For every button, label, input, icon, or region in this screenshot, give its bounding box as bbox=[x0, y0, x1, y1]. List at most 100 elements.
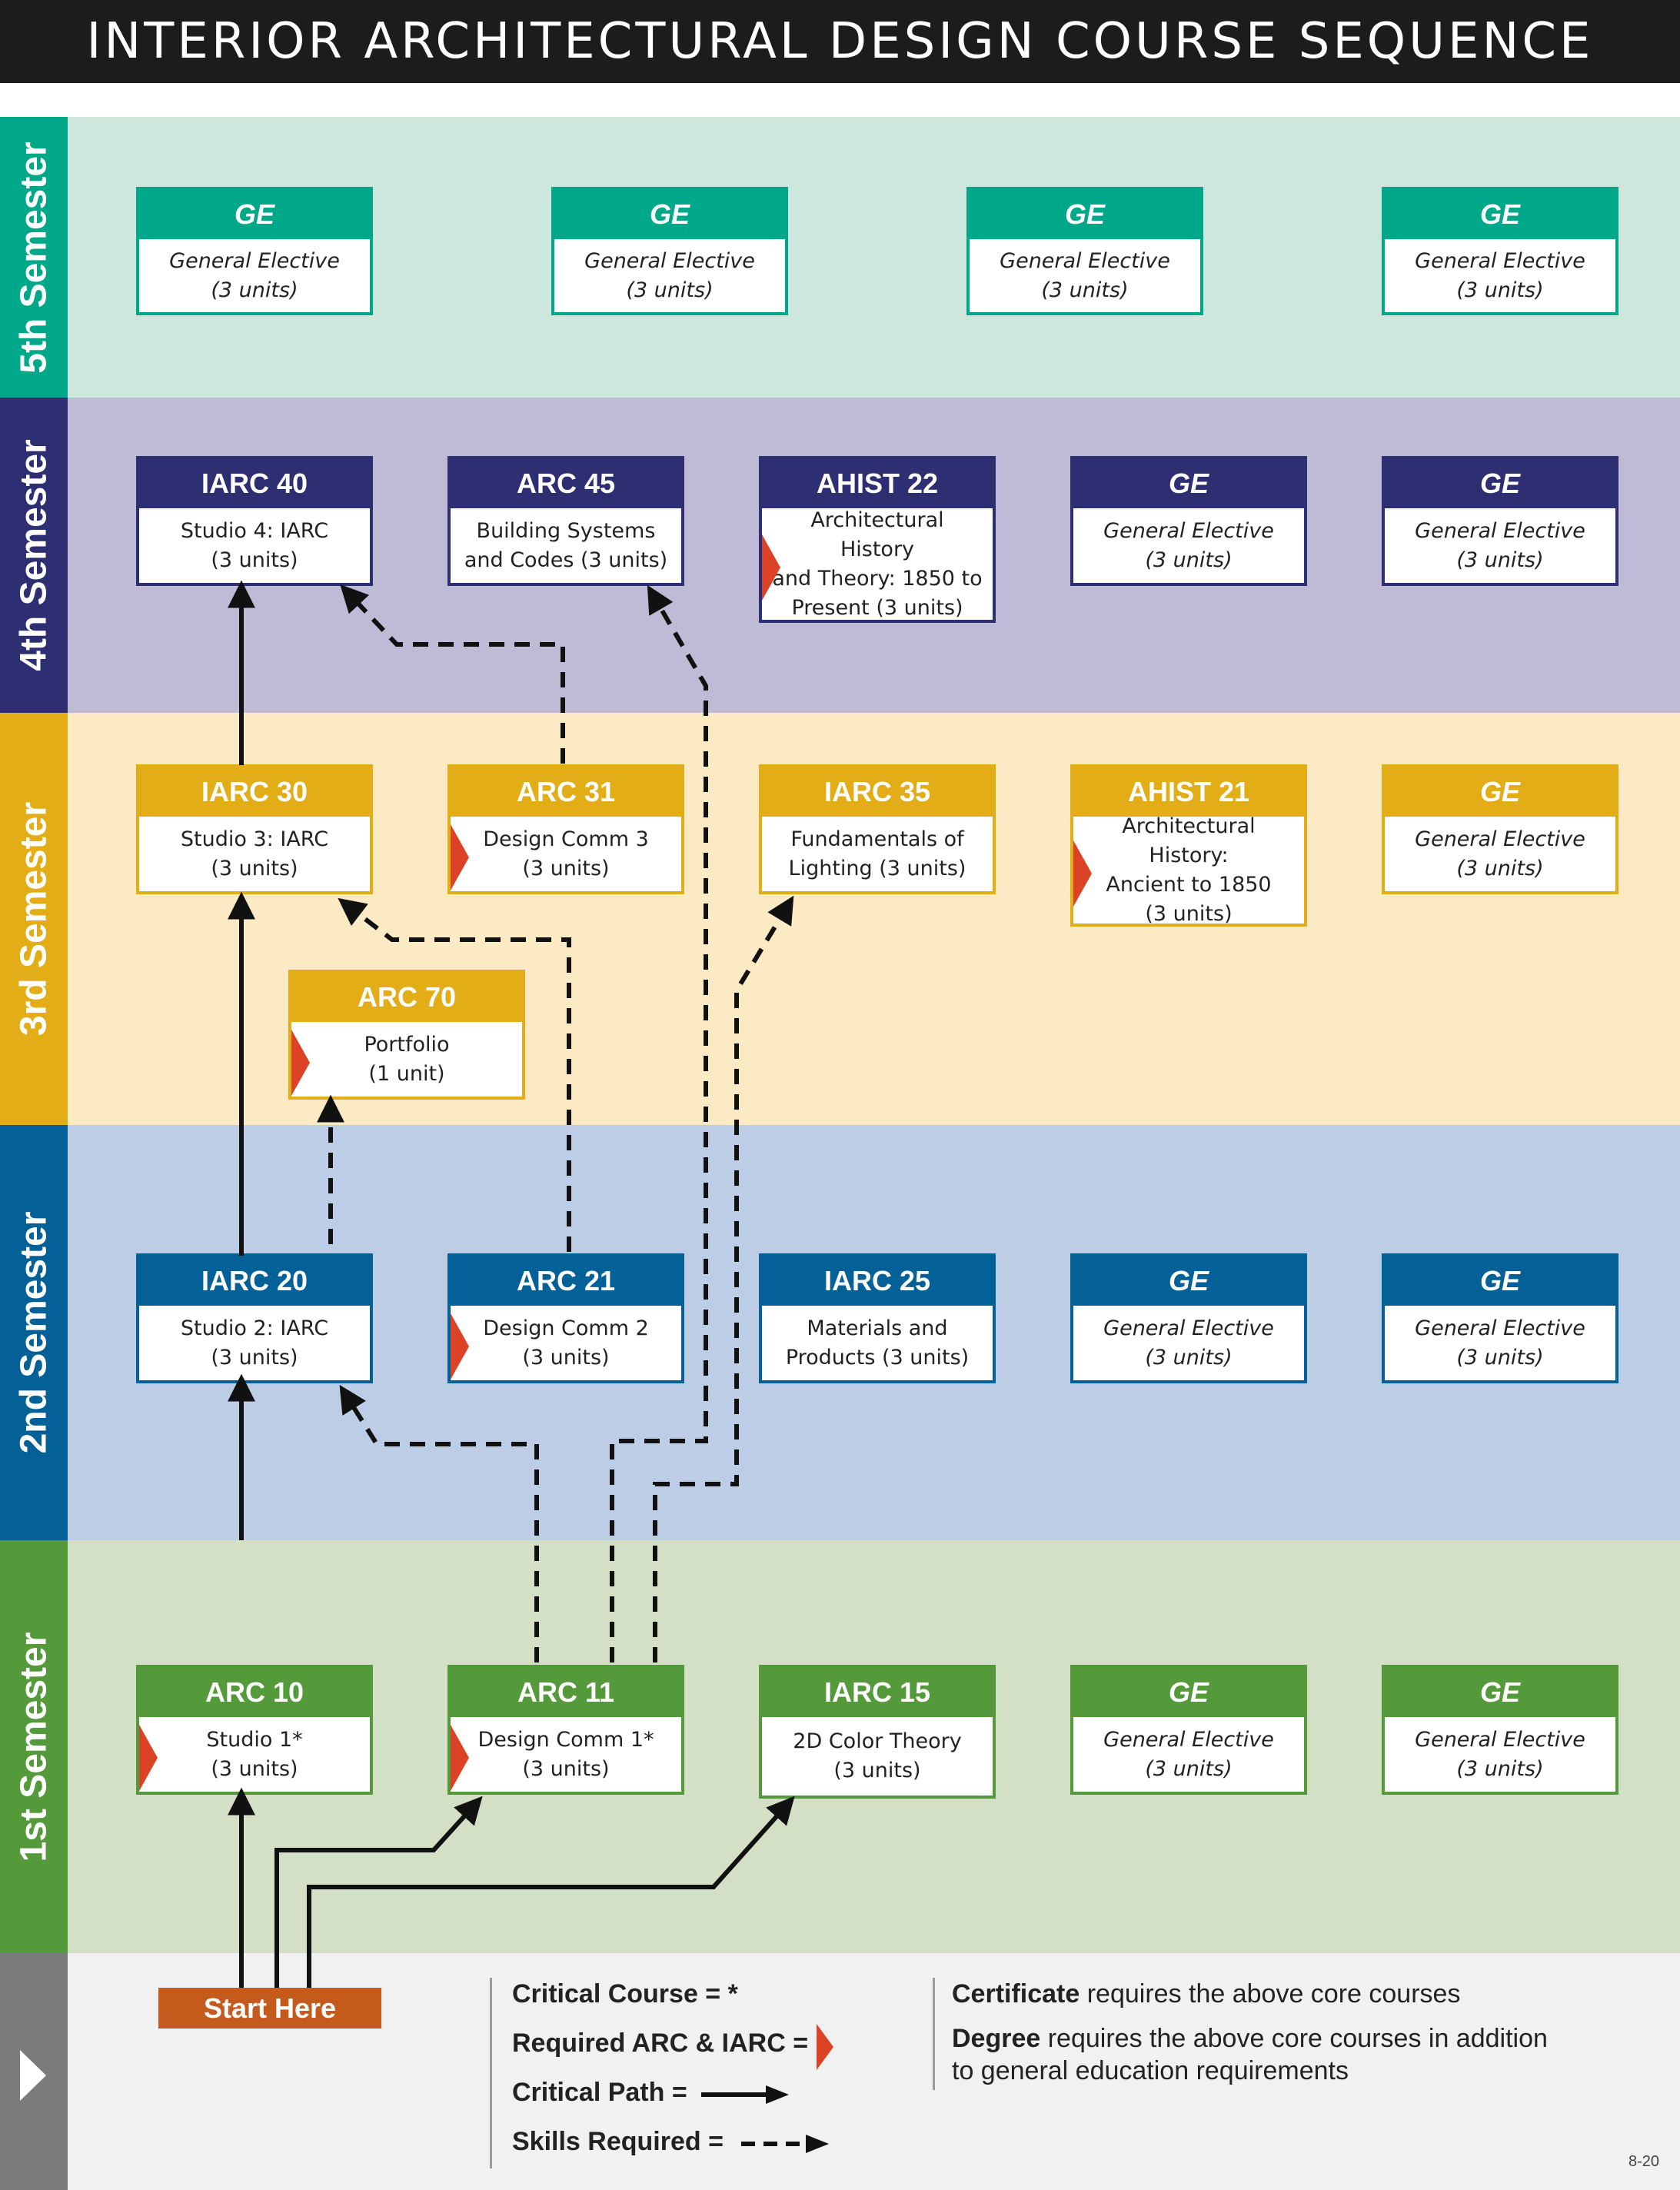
course-name: Design Comm 1* (3 units) bbox=[477, 1727, 654, 1781]
legend-sidebar bbox=[0, 1953, 68, 2190]
legend-critical-path: Critical Path = bbox=[512, 2078, 687, 2107]
course-code: GE bbox=[1073, 1668, 1304, 1717]
course-name: General Elective (3 units) bbox=[1415, 827, 1585, 880]
course-box-arc-11: ARC 11 Design Comm 1* (3 units) bbox=[447, 1665, 684, 1795]
course-code: IARC 15 bbox=[762, 1668, 993, 1717]
course-name: Building Systems and Codes (3 units) bbox=[464, 518, 668, 572]
legend-required: Required ARC & IARC = bbox=[512, 2029, 809, 2058]
legend-divider bbox=[490, 1978, 492, 2168]
course-description: General Elective (3 units) bbox=[1385, 1306, 1615, 1380]
course-name: Studio 1* (3 units) bbox=[206, 1727, 303, 1781]
skills-required-arrow bbox=[338, 897, 571, 1252]
course-code: GE bbox=[1073, 459, 1304, 508]
skills-required-arrow bbox=[653, 895, 794, 1662]
course-code: GE bbox=[139, 190, 370, 239]
required-flag-icon bbox=[139, 1725, 158, 1791]
course-name: General Elective (3 units) bbox=[1415, 248, 1585, 302]
semester-3-sidebar: 3rd Semester bbox=[0, 713, 68, 1125]
course-box-ge: GE General Elective (3 units) bbox=[1382, 764, 1618, 894]
legend-divider bbox=[933, 1978, 935, 2090]
required-flag-icon bbox=[762, 534, 780, 601]
course-name: 2D Color Theory (3 units) bbox=[793, 1729, 962, 1782]
course-code: GE bbox=[1385, 1668, 1615, 1717]
course-name: General Elective (3 units) bbox=[1415, 1316, 1585, 1370]
course-box-arc-45: ARC 45 Building Systems and Codes (3 unit… bbox=[447, 456, 684, 586]
course-code: IARC 25 bbox=[762, 1256, 993, 1306]
course-code: IARC 40 bbox=[139, 459, 370, 508]
course-description: Studio 2: IARC (3 units) bbox=[139, 1306, 370, 1380]
course-code: ARC 11 bbox=[451, 1668, 681, 1717]
course-description: Fundamentals of Lighting (3 units) bbox=[762, 817, 993, 891]
course-description: General Elective (3 units) bbox=[1073, 1717, 1304, 1792]
solid-arrow-icon bbox=[701, 2085, 789, 2104]
course-description: General Elective (3 units) bbox=[139, 239, 370, 312]
course-code: ARC 45 bbox=[451, 459, 681, 508]
degree-note: Degree requires the above core courses i… bbox=[952, 2024, 1548, 2085]
course-description: General Elective (3 units) bbox=[1073, 508, 1304, 583]
course-name: Portfolio (1 unit) bbox=[364, 1032, 450, 1086]
course-description: General Elective (3 units) bbox=[1385, 1717, 1615, 1792]
course-box-ge: GE General Elective (3 units) bbox=[1382, 1665, 1618, 1795]
required-flag-icon bbox=[451, 1313, 469, 1380]
dashed-arrow-icon bbox=[741, 2135, 829, 2153]
skills-required-arrow bbox=[610, 584, 708, 1662]
required-flag-icon bbox=[451, 824, 469, 890]
course-code: ARC 31 bbox=[451, 767, 681, 817]
start-here-label: Start Here bbox=[203, 1992, 337, 2024]
course-description: Studio 4: IARC (3 units) bbox=[139, 508, 370, 583]
required-flag-icon bbox=[1073, 840, 1092, 907]
course-name: Design Comm 2 (3 units) bbox=[483, 1316, 649, 1370]
course-box-ge: GE General Elective (3 units) bbox=[551, 187, 788, 315]
course-box-arc-21: ARC 21 Design Comm 2 (3 units) bbox=[447, 1253, 684, 1383]
course-code: ARC 70 bbox=[291, 973, 522, 1022]
course-name: General Elective (3 units) bbox=[1415, 1727, 1585, 1781]
semester-5-sidebar: 5th Semester bbox=[0, 117, 68, 398]
course-description: Design Comm 3 (3 units) bbox=[451, 817, 681, 891]
course-name: General Elective (3 units) bbox=[1103, 518, 1274, 572]
course-description: General Elective (3 units) bbox=[1073, 1306, 1304, 1380]
course-code: IARC 35 bbox=[762, 767, 993, 817]
course-description: Design Comm 1* (3 units) bbox=[451, 1717, 681, 1792]
skills-required-arrow bbox=[340, 584, 565, 764]
course-code: GE bbox=[554, 190, 785, 239]
course-description: General Elective (3 units) bbox=[1385, 817, 1615, 891]
course-code: IARC 20 bbox=[139, 1256, 370, 1306]
course-code: GE bbox=[1073, 1256, 1304, 1306]
course-description: 2D Color Theory (3 units) bbox=[762, 1717, 993, 1796]
critical-path-arrow bbox=[274, 1796, 483, 1990]
course-name: Studio 3: IARC (3 units) bbox=[180, 827, 329, 880]
course-code: ARC 21 bbox=[451, 1256, 681, 1306]
course-description: Building Systems and Codes (3 units) bbox=[451, 508, 681, 583]
start-here-button: Start Here bbox=[158, 1988, 381, 2029]
certificate-note: Certificate requires the above core cour… bbox=[952, 1979, 1461, 2009]
required-flag-icon bbox=[291, 1030, 310, 1096]
required-flag-icon bbox=[451, 1725, 469, 1791]
course-code: GE bbox=[1385, 190, 1615, 239]
course-description: General Elective (3 units) bbox=[970, 239, 1200, 312]
semester-4-sidebar: 4th Semester bbox=[0, 398, 68, 713]
course-description: General Elective (3 units) bbox=[554, 239, 785, 312]
course-description: General Elective (3 units) bbox=[1385, 508, 1615, 583]
course-name: General Elective (3 units) bbox=[1103, 1727, 1274, 1781]
course-code: GE bbox=[1385, 767, 1615, 817]
course-name: General Elective (3 units) bbox=[169, 248, 340, 302]
course-name: General Elective (3 units) bbox=[584, 248, 755, 302]
course-box-ge: GE General Elective (3 units) bbox=[1070, 456, 1307, 586]
skills-required-arrow bbox=[339, 1384, 539, 1662]
course-name: Architectural History and Theory: 1850 t… bbox=[772, 508, 983, 620]
play-triangle-icon bbox=[20, 2050, 46, 2101]
critical-path-arrow bbox=[307, 1796, 795, 1990]
legend-critical-course: Critical Course = * bbox=[512, 1979, 738, 2009]
course-code: GE bbox=[970, 190, 1200, 239]
page-title: INTERIOR ARCHITECTURAL DESIGN COURSE SEQ… bbox=[0, 0, 1680, 83]
course-code: GE bbox=[1385, 459, 1615, 508]
